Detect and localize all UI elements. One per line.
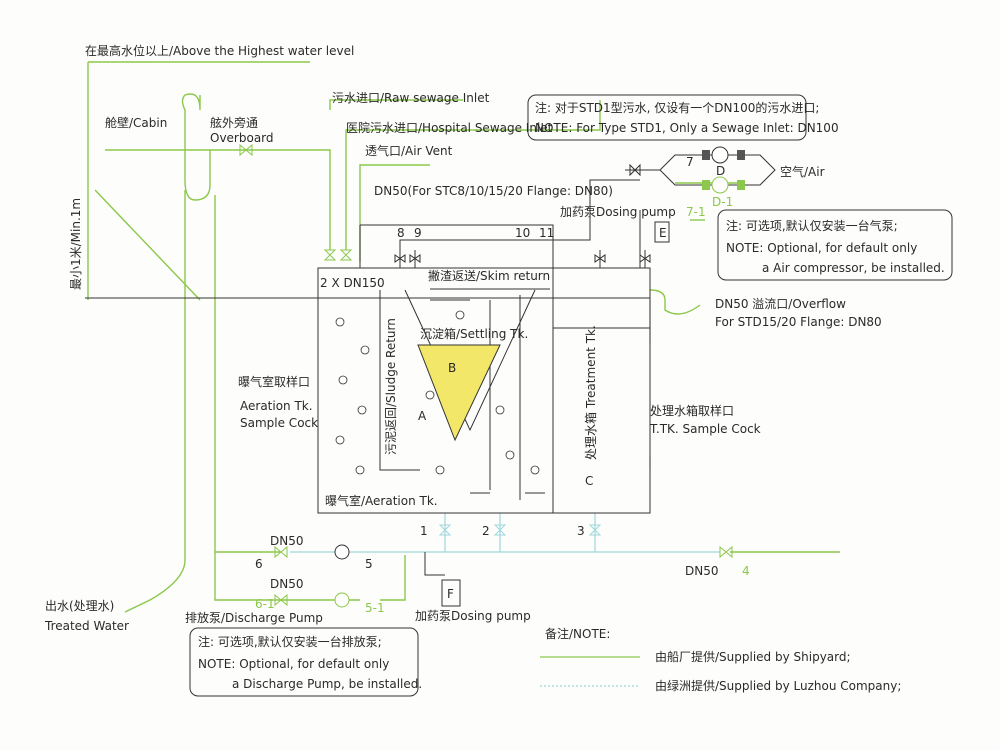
label-8: 8 [397, 226, 405, 240]
air-compressor-group [625, 146, 776, 194]
label-treated: Treated Water [44, 619, 129, 633]
label-dn50-flange: DN50(For STC8/10/15/20 Flange: DN80) [374, 184, 613, 198]
aeration-bubbles [335, 310, 540, 475]
note-std1-cn: 注: 对于STD1型污水, 仅设有一个DN100的污水进口; [535, 100, 819, 115]
label-E: E [659, 226, 667, 240]
label-D: D [716, 164, 725, 178]
note-air-cn: 注: 可选项,默认仅安装一台气泵; [726, 218, 898, 233]
label-F: F [447, 587, 454, 601]
label-hospital-inlet: 医院污水进口/Hospital Sewage Inlet [346, 121, 553, 135]
label-min-1m: 最小1米/Min.1m [69, 198, 83, 290]
note-box-air [717, 209, 953, 281]
label-remark: 备注/NOTE: [545, 626, 610, 641]
label-10: 10 [515, 226, 530, 240]
label-B: B [448, 361, 456, 375]
label-7: 7 [686, 155, 694, 169]
label-2: 2 [482, 524, 490, 538]
label-9: 9 [414, 226, 422, 240]
label-tt-sample-cn: 处理水箱取样口 [650, 403, 734, 418]
label-dn150: 2 X DN150 [320, 276, 385, 290]
note-std1: NOTE: For Type STD1, Only a Sewage Inlet… [535, 121, 839, 135]
label-5-1: 5-1 [365, 601, 385, 615]
label-settling: 沉淀箱/Settling Tk. [420, 326, 528, 341]
label-treated-cn: 出水(处理水) [45, 599, 114, 613]
label-raw-inlet: 污水进口/Raw sewage Inlet [332, 91, 490, 105]
label-overflow: DN50 溢流口/Overflow [715, 297, 846, 311]
label-dn50-6: DN50 [270, 534, 304, 548]
label-overboard-cn: 舷外旁通 [210, 115, 258, 130]
label-A: A [418, 409, 427, 423]
note-pump-2: a Discharge Pump, be installed. [232, 677, 422, 691]
label-1: 1 [420, 524, 428, 538]
label-aeration-sample-cn: 曝气室取样口 [238, 374, 310, 389]
sludge-zone [417, 344, 501, 442]
label-air-vent: 透气口/Air Vent [365, 143, 453, 158]
label-7-1: 7-1 [686, 205, 706, 219]
label-above-highest: 在最高水位以上/Above the Highest water level [85, 43, 354, 58]
label-tt-sample: T.TK. Sample Cock [649, 422, 761, 436]
discharge-pumps [334, 544, 350, 608]
label-aeration-sample-1: Aeration Tk. [240, 399, 313, 413]
label-dn50-4: DN50 [685, 564, 719, 578]
label-discharge-pump: 排放泵/Discharge Pump [185, 610, 323, 625]
label-sludge-return: 污泥返回/Sludge Return [384, 318, 398, 455]
label-6: 6 [255, 557, 263, 571]
note-pump-1: NOTE: Optional, for default only [198, 657, 389, 671]
label-skim-return: 撇渣返送/Skim return [428, 268, 550, 283]
note-pump-cn: 注: 可选项,默认仅安装一台排放泵; [198, 634, 382, 649]
label-5: 5 [365, 557, 373, 571]
label-dosing-pump-bottom: 加药泵Dosing pump [415, 609, 531, 623]
label-dn50-61: DN50 [270, 577, 304, 591]
label-air: 空气/Air [780, 164, 825, 179]
note-box-pump [189, 627, 419, 697]
label-treatment-tk: 处理水箱 Treatment Tk. [583, 325, 598, 460]
label-overboard: Overboard [210, 131, 274, 145]
plant-tank [85, 179, 670, 607]
label-D1: D-1 [712, 195, 733, 209]
label-dosing-pump-top: 加药泵Dosing pump [560, 205, 676, 219]
label-3: 3 [577, 524, 585, 538]
label-6-1: 6-1 [255, 597, 275, 611]
note-air-1: NOTE: Optional, for default only [726, 241, 917, 255]
legend-luzhou: 由绿洲提供/Supplied by Luzhou Company; [655, 678, 901, 693]
label-overflow-2: For STD15/20 Flange: DN80 [715, 315, 882, 329]
note-air-2: a Air compressor, be installed. [762, 261, 945, 275]
legend-shipyard: 由船厂提供/Supplied by Shipyard; [655, 649, 851, 664]
label-aeration-sample-2: Sample Cock [240, 416, 318, 430]
shipyard-pipes [87, 61, 840, 613]
label-11: 11 [539, 226, 554, 240]
valves [239, 143, 733, 607]
note-box-std1 [527, 94, 807, 141]
label-aeration-tk: 曝气室/Aeration Tk. [325, 493, 438, 508]
label-cabin: 舱壁/Cabin [105, 115, 167, 130]
label-C: C [585, 474, 593, 488]
label-4: 4 [742, 564, 750, 578]
